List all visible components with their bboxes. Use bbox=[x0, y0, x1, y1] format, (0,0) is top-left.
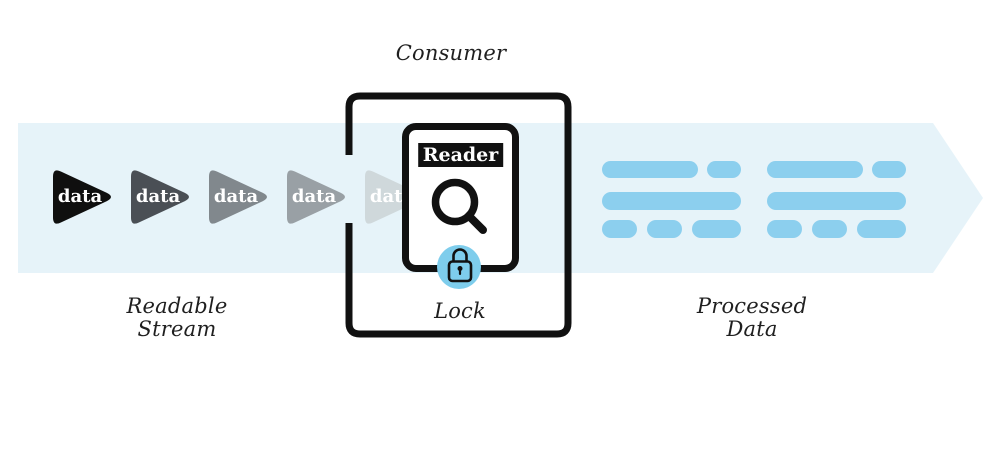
data-pill bbox=[767, 161, 863, 178]
play-triangle-icon bbox=[53, 170, 111, 224]
processed-data-group-2 bbox=[767, 161, 906, 239]
data-chunk-label: data bbox=[213, 186, 259, 207]
readable-stream-line1: Readable bbox=[126, 294, 228, 318]
data-chunk-3: data bbox=[209, 166, 270, 228]
reader-tag: Reader bbox=[417, 143, 504, 167]
processed-data-line2: Data bbox=[726, 317, 778, 341]
lock-label-text: Lock bbox=[434, 299, 486, 323]
data-pill bbox=[767, 192, 906, 210]
data-chunk-label: data bbox=[135, 186, 181, 207]
play-triangle-icon bbox=[365, 170, 423, 224]
processed-data-line1: Processed bbox=[696, 294, 808, 318]
data-pill bbox=[707, 161, 741, 178]
readable-stream-line2: Stream bbox=[137, 317, 217, 341]
data-pill bbox=[857, 220, 906, 238]
data-chunk-2: data bbox=[131, 166, 192, 228]
processed-data-label: Processed Data bbox=[652, 295, 852, 341]
processed-data-group-1 bbox=[602, 161, 741, 239]
data-chunk-1: data bbox=[53, 166, 114, 228]
play-triangle-icon bbox=[131, 170, 189, 224]
lock-label: Lock bbox=[410, 300, 510, 323]
data-pill bbox=[602, 220, 637, 238]
readable-stream-label: Readable Stream bbox=[77, 295, 277, 341]
consumer-label-text: Consumer bbox=[395, 41, 507, 65]
data-pill bbox=[692, 220, 741, 238]
lock-badge bbox=[437, 245, 481, 289]
data-pill bbox=[602, 192, 741, 210]
consumer-label: Consumer bbox=[351, 42, 551, 65]
play-triangle-icon bbox=[287, 170, 345, 224]
lock-icon bbox=[447, 248, 473, 283]
data-pill bbox=[767, 220, 802, 238]
data-pill bbox=[647, 220, 682, 238]
magnifying-glass-icon bbox=[431, 178, 487, 234]
data-pill bbox=[602, 161, 698, 178]
data-chunk-label: data bbox=[291, 186, 337, 207]
data-pill bbox=[872, 161, 906, 178]
data-pill bbox=[812, 220, 847, 238]
data-chunk-4: data bbox=[287, 166, 348, 228]
play-triangle-icon bbox=[209, 170, 267, 224]
data-chunk-label: data bbox=[57, 186, 103, 207]
consumer-box-outline bbox=[345, 92, 572, 338]
